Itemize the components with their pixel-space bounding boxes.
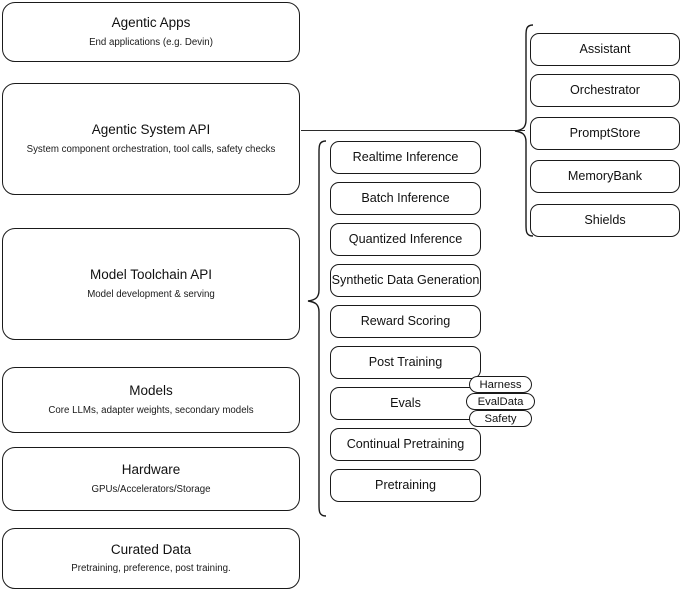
chip-label: MemoryBank xyxy=(567,168,643,183)
layer-subtitle: Model development & serving xyxy=(87,288,215,300)
layer-models[interactable]: Models Core LLMs, adapter weights, secon… xyxy=(2,367,300,433)
chip-label: Evals xyxy=(390,395,421,410)
chip-label: Batch Inference xyxy=(361,190,450,205)
system-api-connector-line xyxy=(301,130,525,132)
layer-title: Model Toolchain API xyxy=(89,267,213,282)
chip-label: Quantized Inference xyxy=(348,231,463,246)
layer-agentic-system-api[interactable]: Agentic System API System component orch… xyxy=(2,83,300,195)
eval-pill-evaldata[interactable]: EvalData xyxy=(466,393,535,410)
layer-agentic-apps[interactable]: Agentic Apps End applications (e.g. Devi… xyxy=(2,2,300,62)
layer-title: Curated Data xyxy=(110,541,192,557)
chip-label: Orchestrator xyxy=(570,82,640,97)
chip-label: Continual Pretraining xyxy=(346,436,465,451)
eval-pill-safety[interactable]: Safety xyxy=(469,410,532,427)
chip-label: Assistant xyxy=(579,41,631,56)
toolchain-item-reward-scoring[interactable]: Reward Scoring xyxy=(330,305,481,338)
toolchain-brace xyxy=(307,140,327,517)
toolchain-item-synthetic-data-generation[interactable]: Synthetic Data Generation xyxy=(330,264,481,297)
chip-label: PromptStore xyxy=(569,125,641,140)
layer-curated-data[interactable]: Curated Data Pretraining, preference, po… xyxy=(2,528,300,589)
layer-model-toolchain-api[interactable]: Model Toolchain API Model development & … xyxy=(2,228,300,340)
chip-label: Synthetic Data Generation xyxy=(331,272,480,287)
layer-subtitle: Core LLMs, adapter weights, secondary mo… xyxy=(48,404,254,416)
pill-label: Safety xyxy=(484,412,517,425)
system-components-brace xyxy=(514,24,534,237)
toolchain-item-continual-pretraining[interactable]: Continual Pretraining xyxy=(330,428,481,461)
system-item-memorybank[interactable]: MemoryBank xyxy=(530,160,680,193)
toolchain-item-pretraining[interactable]: Pretraining xyxy=(330,469,481,502)
layer-title: Agentic System API xyxy=(91,122,211,137)
system-item-assistant[interactable]: Assistant xyxy=(530,33,680,66)
chip-label: Reward Scoring xyxy=(360,313,451,328)
layer-title: Models xyxy=(129,383,173,398)
layer-hardware[interactable]: Hardware GPUs/Accelerators/Storage xyxy=(2,447,300,511)
chip-label: Shields xyxy=(584,212,626,227)
layer-title: Agentic Apps xyxy=(111,15,191,30)
layer-subtitle: System component orchestration, tool cal… xyxy=(26,143,276,155)
system-item-shields[interactable]: Shields xyxy=(530,204,680,237)
layer-subtitle: Pretraining, preference, post training. xyxy=(71,563,231,575)
layer-subtitle: End applications (e.g. Devin) xyxy=(89,36,213,48)
layer-subtitle: GPUs/Accelerators/Storage xyxy=(91,483,211,495)
chip-label: Pretraining xyxy=(375,477,436,492)
toolchain-item-realtime-inference[interactable]: Realtime Inference xyxy=(330,141,481,174)
chip-label: Post Training xyxy=(368,354,443,369)
toolchain-item-batch-inference[interactable]: Batch Inference xyxy=(330,182,481,215)
toolchain-item-quantized-inference[interactable]: Quantized Inference xyxy=(330,223,481,256)
layer-title: Hardware xyxy=(121,462,181,477)
eval-pill-harness[interactable]: Harness xyxy=(469,376,532,393)
pill-label: Harness xyxy=(479,378,522,391)
chip-label: Realtime Inference xyxy=(352,149,459,164)
toolchain-item-post-training[interactable]: Post Training xyxy=(330,346,481,379)
system-item-promptstore[interactable]: PromptStore xyxy=(530,117,680,150)
system-item-orchestrator[interactable]: Orchestrator xyxy=(530,74,680,107)
toolchain-item-evals[interactable]: Evals xyxy=(330,387,481,420)
pill-label: EvalData xyxy=(477,395,524,408)
